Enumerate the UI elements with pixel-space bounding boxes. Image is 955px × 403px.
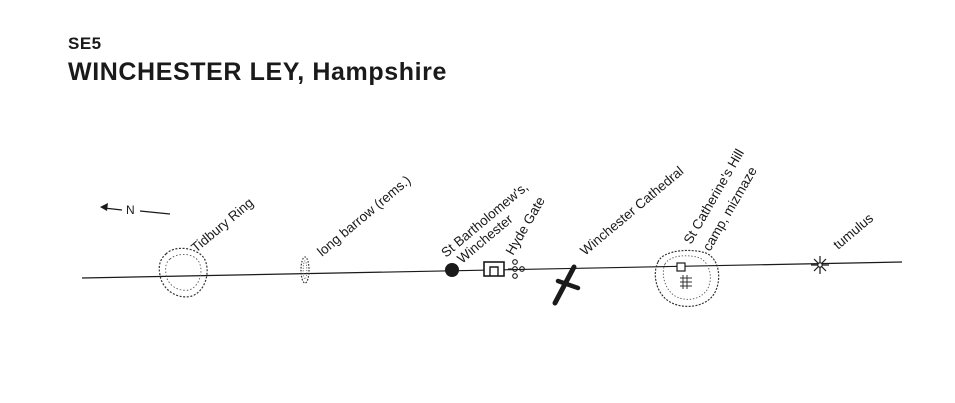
north-arrow-head-icon	[100, 203, 108, 211]
cathedral-cross-icon	[552, 264, 581, 306]
earthwork-ring-icon	[158, 247, 208, 298]
north-arrow-tail	[139, 210, 171, 215]
site-label-tidbury-ring: Tidbury Ring	[188, 195, 256, 255]
site-label-tumulus: tumulus	[830, 210, 876, 252]
site-label-long-barrow: long barrow (rems.)	[314, 173, 413, 260]
north-label: N	[126, 203, 135, 217]
north-arrow: N	[100, 203, 171, 217]
tumulus-icon	[811, 256, 829, 274]
page-title: WINCHESTER LEY, Hampshire	[68, 58, 447, 86]
site-label-winchester-cathedral: Winchester Cathedral	[577, 163, 686, 258]
long-barrow-icon	[300, 256, 310, 284]
herbal-symbol-icon	[508, 259, 525, 279]
ley-code: SE5	[68, 34, 102, 53]
church-dot-icon	[445, 263, 459, 277]
gate-icon	[483, 261, 505, 277]
hillfort-icon	[654, 249, 720, 308]
